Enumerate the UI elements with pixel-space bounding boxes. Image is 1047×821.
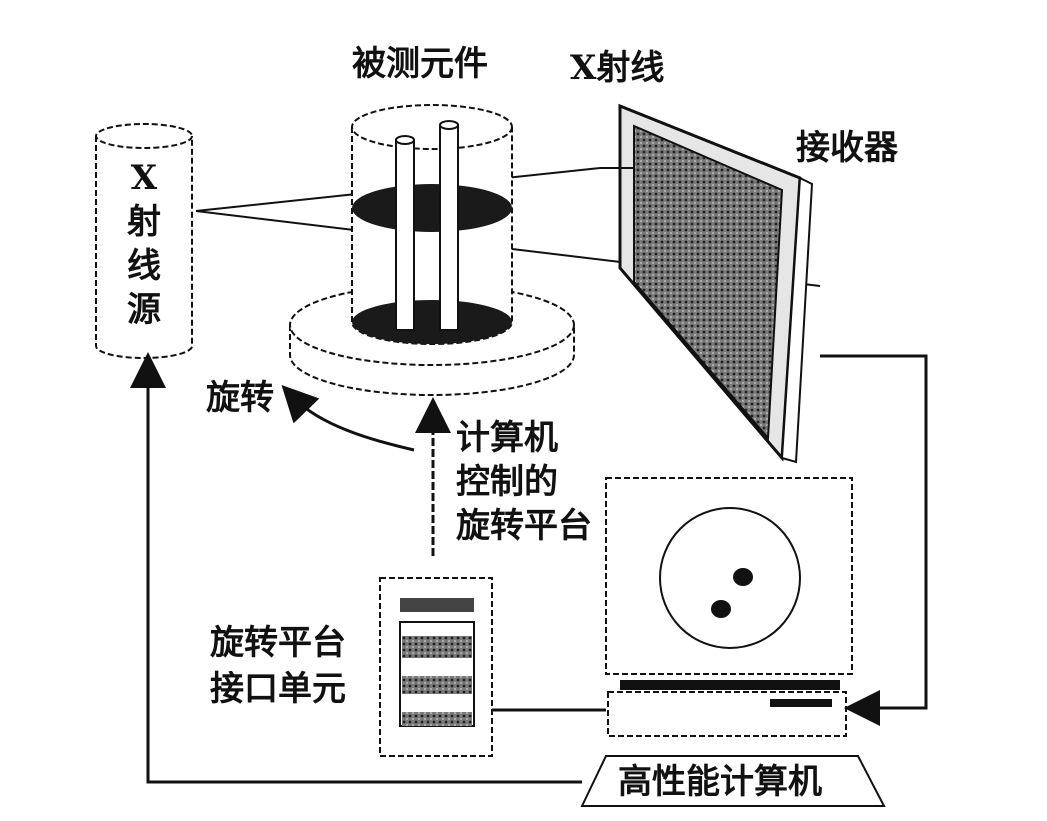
interface-unit — [379, 577, 493, 757]
xray-source-label: X 射 线 源 — [122, 156, 166, 332]
interface-unit-label-line: 接口单元 — [210, 669, 346, 709]
xray-source-cylinder — [95, 123, 193, 359]
detector-panel — [600, 103, 814, 464]
computer-label: 高性能计算机 — [618, 762, 822, 802]
rotate-label: 旋转 — [206, 378, 274, 418]
xray-source-label-char: 射 — [127, 202, 161, 242]
xray-source-label-char: 源 — [127, 290, 161, 330]
receiver-label: 接收器 — [796, 128, 898, 168]
test-component-label: 被测元件 — [352, 44, 488, 84]
platform-label: 计算机 控制的 旋转平台 — [456, 416, 592, 548]
xray-source-label-char: 线 — [127, 246, 161, 286]
xray-label: X射线 — [570, 48, 665, 88]
rotation-arrow — [281, 385, 415, 452]
connection-lines — [130, 352, 928, 784]
platform-label-line: 控制的 — [456, 462, 558, 502]
interface-unit-label-line: 旋转平台 — [210, 623, 346, 663]
xray-source-label-char: X — [130, 158, 158, 198]
computer-monitor — [580, 477, 886, 807]
interface-unit-label: 旋转平台 接口单元 — [210, 620, 346, 712]
test-component — [351, 104, 513, 345]
platform-label-line: 旋转平台 — [456, 506, 592, 546]
platform-label-line: 计算机 — [456, 418, 558, 458]
